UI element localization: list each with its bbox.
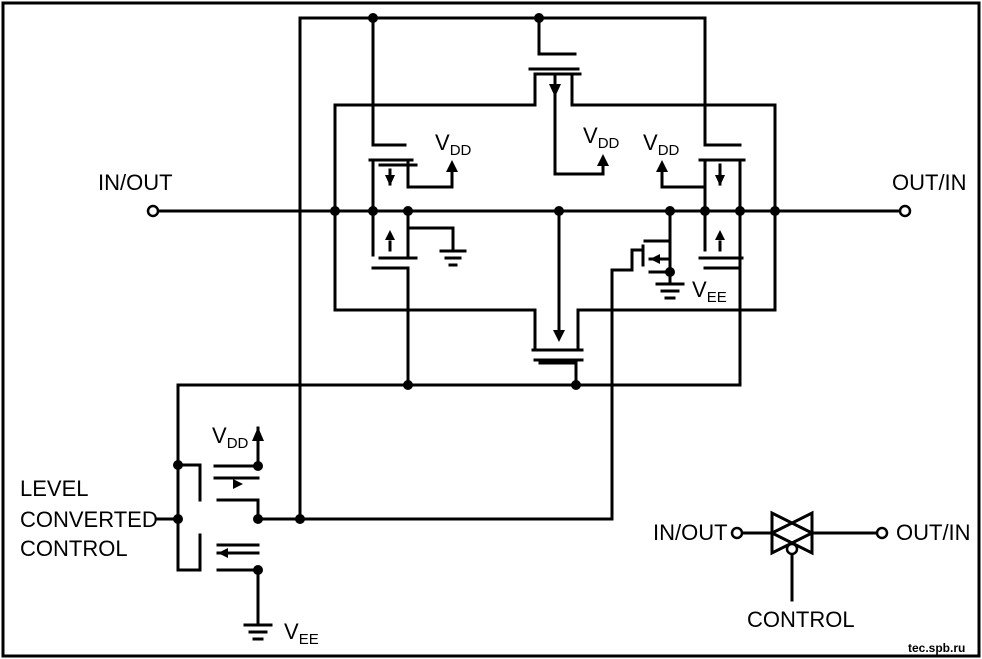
label-level-line3: CONTROL bbox=[20, 536, 128, 561]
ground-symbol-upper bbox=[439, 249, 467, 267]
label-in-out: IN/OUT bbox=[98, 170, 173, 195]
label-vdd-left: VDD bbox=[435, 130, 472, 159]
label-vdd-center: VDD bbox=[583, 123, 620, 152]
arrow-level-bottom bbox=[218, 548, 228, 558]
label-symbol-control: CONTROL bbox=[747, 607, 855, 632]
arrow-center-top bbox=[549, 84, 561, 97]
label-vdd-right: VDD bbox=[643, 130, 680, 159]
label-vee-level: VEE bbox=[284, 619, 319, 648]
arrow-right-top bbox=[715, 175, 725, 186]
transmission-gate-symbol bbox=[730, 510, 889, 602]
arrow-left-top bbox=[385, 175, 395, 186]
label-vdd-level: VDD bbox=[212, 423, 249, 452]
arrow-left-bottom bbox=[385, 230, 395, 240]
out-in-terminal bbox=[898, 204, 912, 218]
ground-symbol-vee-right bbox=[655, 282, 685, 300]
arrow-center-bottom bbox=[553, 330, 565, 342]
in-out-terminal bbox=[146, 204, 160, 218]
arrow-level-top bbox=[233, 479, 243, 489]
watermark: tec.spb.ru bbox=[908, 641, 965, 655]
label-out-in: OUT/IN bbox=[892, 170, 967, 195]
arrow-bias bbox=[650, 254, 660, 264]
label-vee-right: VEE bbox=[692, 277, 727, 306]
wiring bbox=[156, 16, 901, 627]
vdd-arrows bbox=[252, 154, 668, 442]
label-symbol-in-out: IN/OUT bbox=[653, 520, 728, 545]
label-symbol-out-in: OUT/IN bbox=[896, 520, 971, 545]
ground-symbol-vee-bottom bbox=[243, 623, 273, 641]
label-level-line2: CONVERTED bbox=[20, 507, 158, 532]
arrow-right-bottom bbox=[715, 230, 725, 240]
label-level-line1: LEVEL bbox=[20, 476, 89, 501]
junction-dots bbox=[173, 13, 780, 575]
transistor-arrows bbox=[218, 84, 725, 558]
